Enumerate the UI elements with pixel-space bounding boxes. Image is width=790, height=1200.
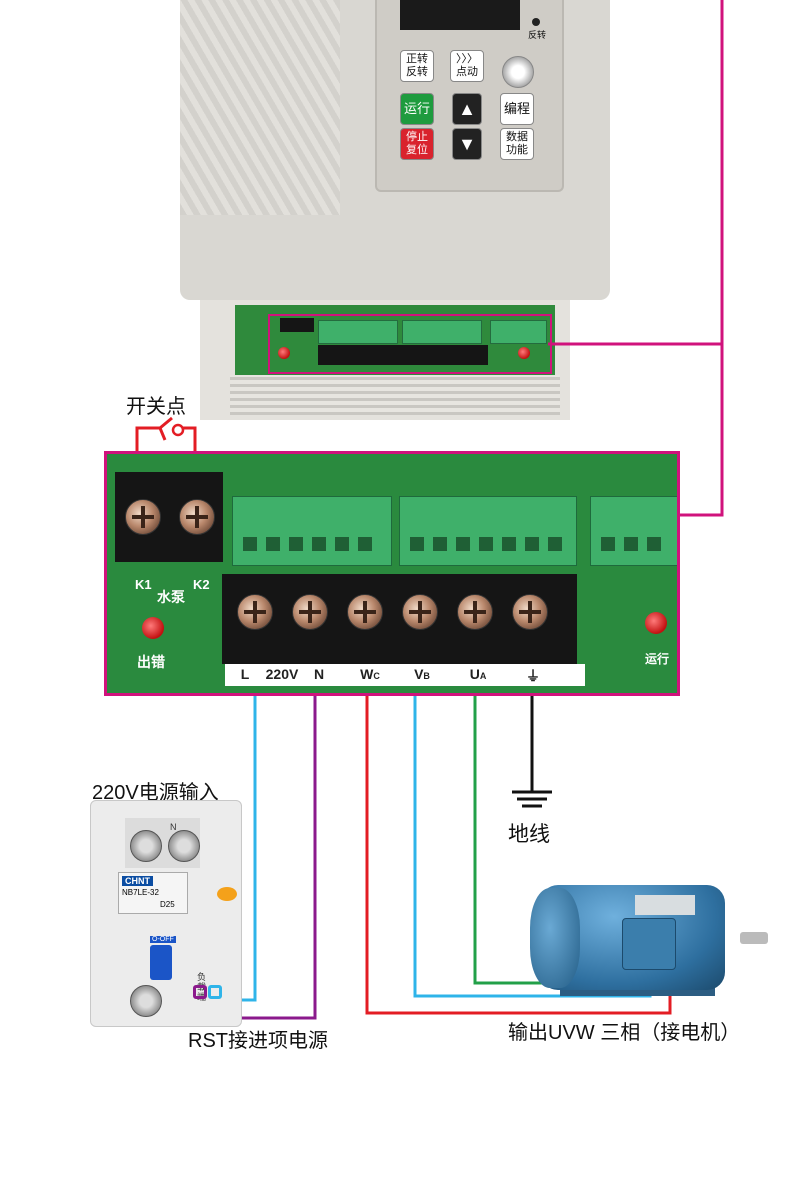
error-led (142, 617, 164, 639)
water-pump-label: 水泵 (157, 589, 185, 605)
small-green-terminal-3 (490, 320, 547, 344)
breaker-brand: CHNT (122, 876, 153, 886)
terminal-label-strip (225, 664, 585, 686)
run-led (645, 612, 667, 634)
breaker-n-label: N (170, 822, 177, 832)
control-terminal-block-3 (590, 496, 677, 566)
ground-terminal-screw[interactable] (512, 594, 548, 630)
inverter-side-ribs (180, 0, 340, 215)
voltage-label: 220V (265, 666, 299, 682)
breaker-neutral-terminal (168, 830, 200, 862)
data-function-button[interactable]: 数据 功能 (500, 128, 534, 160)
forward-label: 正转 (406, 53, 428, 65)
terminal-zoom-panel: K1 K2 水泵 出错 运行 L 220V N WC VB UA ⏚ (104, 451, 680, 696)
highlight-connector (548, 0, 724, 346)
n-terminal-screw[interactable] (292, 594, 328, 630)
k2-screw[interactable] (179, 499, 215, 535)
data-label: 数据 (506, 131, 528, 143)
n-terminal-label: N (313, 666, 325, 682)
speed-potentiometer-knob[interactable] (502, 56, 534, 88)
l-terminal-screw[interactable] (237, 594, 273, 630)
output-uvw-label: 输出UVW 三相（接电机） (508, 1022, 741, 1044)
run-label: 运行 (645, 652, 670, 666)
w-terminal-label: WC (360, 666, 380, 682)
control-terminal-block-1 (232, 496, 392, 566)
k2-label: K2 (193, 577, 210, 592)
k1-label: K1 (135, 577, 152, 592)
program-button[interactable]: 编程 (500, 93, 534, 125)
breaker-rating: D25 (160, 900, 175, 909)
breaker-test-button[interactable] (217, 887, 237, 901)
jog-label: 点动 (456, 66, 478, 78)
reverse-indicator-label: 反转 (528, 30, 547, 40)
ground-label: 地线 (508, 823, 550, 846)
small-switch-block (280, 318, 314, 332)
small-power-block (318, 345, 488, 365)
earth-icon: ⏚ (526, 668, 540, 684)
l-terminal-label: L (240, 666, 250, 682)
breaker-load-terminal-1 (130, 985, 162, 1017)
switch-contact-point (171, 423, 185, 437)
motor-end-cap (530, 888, 580, 988)
control-terminal-block-2 (399, 496, 577, 566)
error-label: 出错 (137, 654, 165, 670)
rst-input-label: RST接进项电源 (188, 1030, 328, 1052)
w-terminal-screw[interactable] (347, 594, 383, 630)
breaker-n-output-terminal (193, 985, 207, 999)
small-error-led (278, 347, 290, 359)
up-arrow-button[interactable]: ▲ (452, 93, 482, 125)
k1-screw[interactable] (125, 499, 161, 535)
down-arrow-button[interactable]: ▼ (452, 128, 482, 160)
power-input-label: 220V电源输入 (92, 782, 219, 804)
jog-button[interactable]: 〉〉〉 点动 (450, 50, 484, 82)
breaker-handle[interactable] (150, 945, 172, 980)
motor-shaft (740, 932, 768, 944)
switch-contact (159, 416, 173, 430)
small-run-led (518, 347, 530, 359)
v-terminal-label: VB (414, 666, 430, 682)
stop-label: 停止 (406, 131, 428, 143)
small-green-terminal-1 (318, 320, 398, 344)
breaker-model: NB7LE-32 (122, 888, 159, 897)
switch-point-label: 开关点 (126, 396, 186, 418)
breaker-l-output-terminal (208, 985, 222, 999)
u-terminal-screw[interactable] (457, 594, 493, 630)
wire-w (365, 690, 672, 1015)
jog-arrows-icon: 〉〉〉 (456, 53, 478, 65)
reset-label: 复位 (406, 144, 428, 156)
v-terminal-screw[interactable] (402, 594, 438, 630)
breaker-handle-label: O-OFF (150, 936, 176, 943)
forward-reverse-button[interactable]: 正转 反转 (400, 50, 434, 82)
small-green-terminal-2 (402, 320, 482, 344)
reverse-label: 反转 (406, 66, 428, 78)
u-terminal-label: UA (469, 666, 487, 682)
stop-reset-button[interactable]: 停止 复位 (400, 128, 434, 160)
keypad-display (400, 0, 520, 30)
motor-nameplate (635, 895, 695, 915)
inverter-vent (230, 375, 560, 415)
zoom-connector (680, 344, 724, 517)
motor-terminal-box (622, 918, 676, 970)
reverse-indicator-led (532, 18, 540, 26)
breaker-line-terminal (130, 830, 162, 862)
function-label: 功能 (506, 144, 528, 156)
run-button[interactable]: 运行 (400, 93, 434, 125)
